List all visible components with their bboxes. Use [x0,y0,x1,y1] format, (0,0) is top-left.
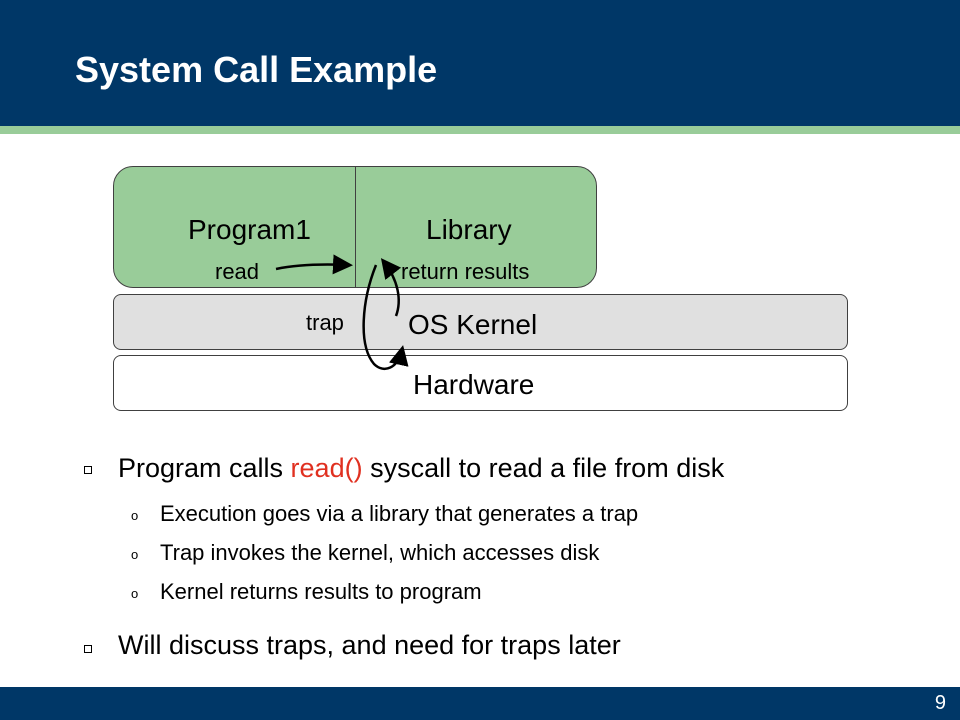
program-library-divider [355,167,356,287]
user-space-box [113,166,597,288]
page-number: 9 [934,692,946,714]
trap-label: trap [306,310,344,335]
bullet-1-text: Program calls read() syscall to read a f… [118,453,725,483]
hardware-box [113,355,848,411]
os-kernel-label: OS Kernel [408,309,538,340]
sub-bullet-icon: o [131,547,139,562]
return-results-label: return results [401,259,530,284]
bullet-square-icon [84,645,92,653]
header-stripe [0,126,960,134]
sub-bullet-1: Execution goes via a library that genera… [160,501,639,526]
slide-title: System Call Example [75,49,438,90]
program-label: Program1 [188,214,311,245]
hardware-label: Hardware [413,369,535,400]
bullet-2-text: Will discuss traps, and need for traps l… [118,630,621,660]
return-arrow [380,258,402,317]
slide-footer: 9 [0,687,960,720]
sub-bullet-2: Trap invokes the kernel, which accesses … [160,540,600,565]
trap-arrow [362,264,409,370]
read-arrow [275,254,353,275]
sub-bullet-3: Kernel returns results to program [160,579,482,604]
bullet-square-icon [84,466,92,474]
slide-header [0,0,960,126]
library-label: Library [426,214,512,245]
os-kernel-box [113,294,848,350]
sub-bullet-icon: o [131,508,139,523]
sub-bullet-icon: o [131,586,139,601]
read-label: read [215,259,260,284]
